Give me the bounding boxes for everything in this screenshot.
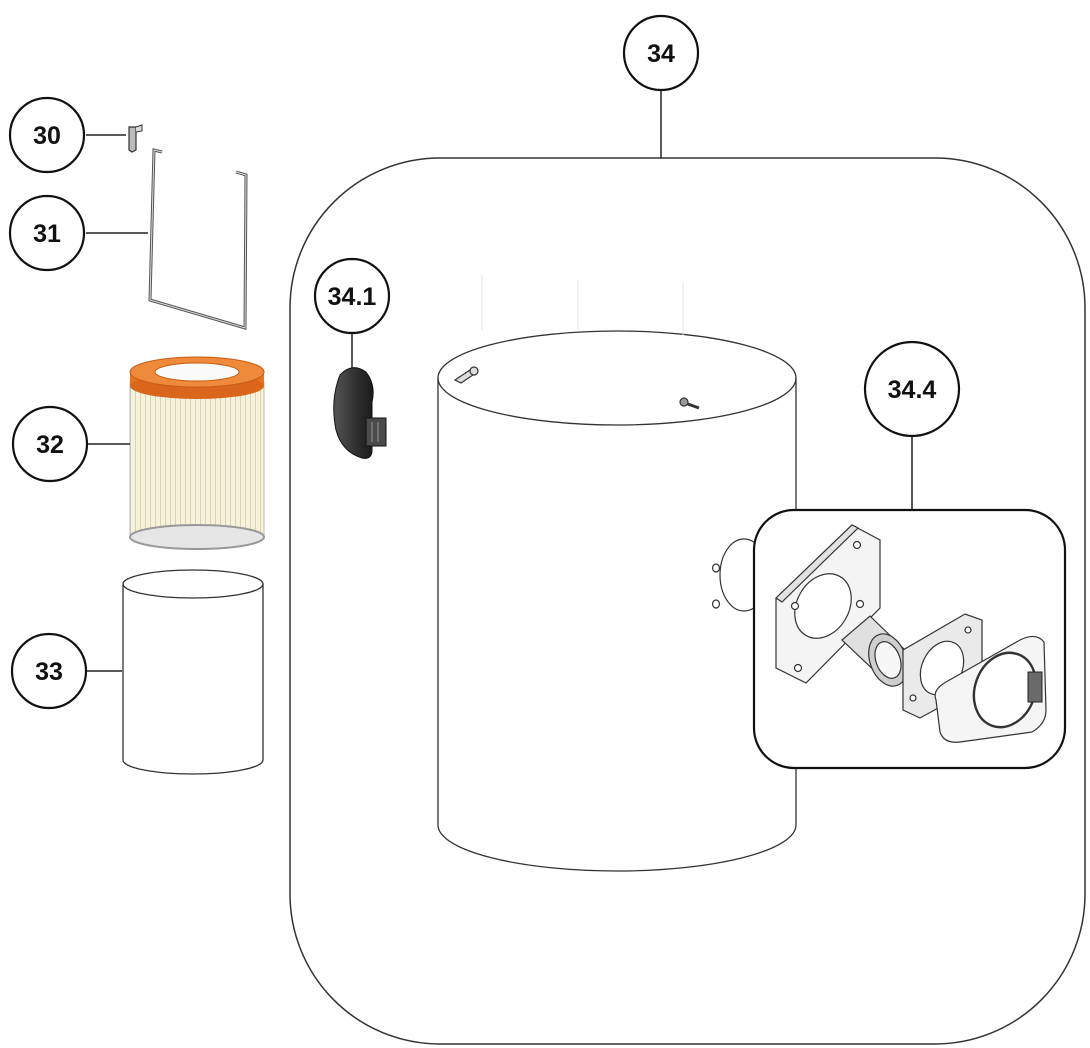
wire-filter-bracket-icon (148, 148, 248, 331)
inlet-port-assembly-icon (775, 524, 1047, 743)
callout-label: 34 (647, 40, 675, 68)
callout-30: 30 (8, 96, 86, 174)
callout-34-1: 34.1 (313, 257, 391, 335)
screw-icon (453, 366, 700, 410)
callout-label: 32 (36, 431, 64, 459)
callout-label: 34.4 (888, 376, 937, 404)
pleated-cartridge-filter-icon (129, 356, 265, 550)
handle-icon (333, 367, 387, 459)
tank-drum-icon (437, 275, 797, 872)
callout-34: 34 (622, 14, 700, 92)
callout-label: 34.1 (328, 283, 377, 311)
filter-bag-cylinder-icon (122, 569, 264, 775)
callout-label: 31 (33, 220, 61, 248)
callout-label: 30 (33, 122, 61, 150)
group-frame-34 (289, 157, 1086, 1045)
callout-label: 33 (35, 658, 63, 686)
callout-31: 31 (8, 194, 86, 272)
callout-32: 32 (11, 405, 89, 483)
callout-33: 33 (10, 632, 88, 710)
clip-icon (128, 124, 143, 153)
callout-34-4: 34.4 (863, 340, 961, 438)
